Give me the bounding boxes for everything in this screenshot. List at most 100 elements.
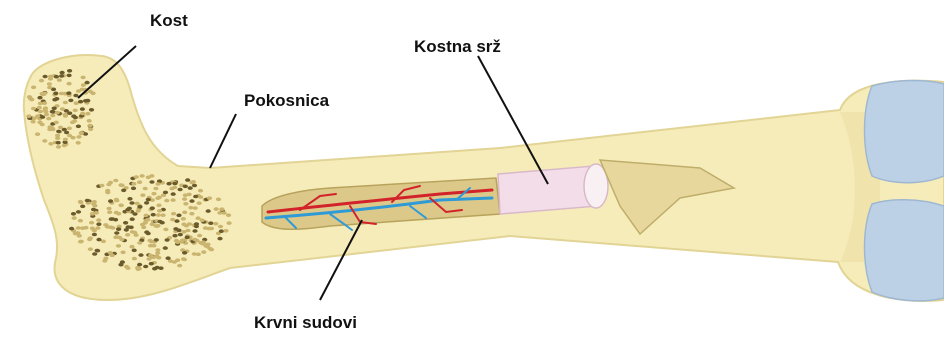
spongy-dot	[172, 182, 177, 186]
spongy-dot	[175, 258, 180, 262]
spongy-dot	[154, 254, 159, 258]
spongy-dot	[67, 127, 72, 131]
spongy-dot	[96, 218, 101, 222]
spongy-dot	[54, 121, 59, 125]
spongy-dot	[73, 232, 78, 236]
spongy-dot	[40, 123, 45, 127]
spongy-dot	[88, 247, 93, 251]
spongy-dot	[81, 76, 86, 80]
spongy-dot	[170, 218, 175, 222]
spongy-dot	[67, 74, 72, 78]
spongy-dot	[35, 114, 40, 118]
spongy-dot	[87, 238, 92, 242]
spongy-dot	[76, 226, 81, 230]
spongy-dot	[151, 213, 156, 217]
label-periosteum: Pokosnica	[244, 92, 329, 109]
spongy-dot	[174, 239, 179, 243]
spongy-dot	[151, 244, 156, 248]
spongy-dot	[92, 233, 97, 237]
spongy-dot	[76, 125, 81, 129]
spongy-dot	[54, 75, 59, 79]
spongy-dot	[70, 121, 75, 125]
spongy-dot	[182, 211, 187, 215]
spongy-dot	[56, 141, 61, 145]
spongy-dot	[200, 219, 205, 223]
spongy-dot	[121, 189, 126, 193]
spongy-dot	[156, 204, 161, 208]
spongy-dot	[89, 108, 94, 112]
spongy-dot	[193, 195, 198, 199]
spongy-dot	[214, 207, 219, 211]
spongy-dot	[154, 238, 159, 242]
spongy-dot	[38, 110, 43, 114]
spongy-dot	[63, 113, 68, 117]
label-bone: Kost	[150, 12, 188, 29]
spongy-dot	[89, 221, 94, 225]
spongy-dot	[56, 145, 61, 149]
spongy-dot	[194, 222, 199, 226]
spongy-dot	[129, 226, 134, 230]
spongy-dot	[146, 176, 151, 180]
spongy-dot	[88, 124, 93, 128]
spongy-dot	[157, 220, 162, 224]
spongy-dot	[83, 226, 88, 230]
spongy-dot	[78, 200, 83, 204]
bone-marrow	[498, 166, 598, 214]
spongy-dot	[209, 248, 214, 252]
spongy-dot	[136, 209, 141, 213]
spongy-dot	[134, 175, 139, 179]
spongy-dot	[127, 197, 132, 201]
spongy-dot	[131, 182, 136, 186]
spongy-dot	[78, 100, 83, 104]
spongy-dot	[90, 227, 95, 231]
spongy-dot	[113, 179, 118, 183]
spongy-dot	[30, 120, 35, 124]
spongy-dot	[103, 257, 108, 261]
spongy-dot	[165, 238, 170, 242]
spongy-dot	[183, 185, 188, 189]
spongy-dot	[85, 199, 90, 203]
spongy-dot	[35, 132, 40, 136]
spongy-dot	[88, 90, 93, 94]
spongy-dot	[60, 107, 65, 111]
spongy-dot	[205, 243, 210, 247]
spongy-dot	[79, 131, 84, 135]
spongy-dot	[197, 234, 202, 238]
spongy-dot	[80, 112, 85, 116]
spongy-dot	[163, 191, 168, 195]
spongy-dot	[52, 107, 57, 111]
spongy-dot	[173, 227, 178, 231]
spongy-dot	[150, 206, 155, 210]
spongy-dot	[180, 239, 185, 243]
spongy-dot	[192, 184, 197, 188]
spongy-dot	[137, 180, 142, 184]
spongy-dot	[107, 210, 112, 214]
spongy-dot	[74, 101, 79, 105]
spongy-dot	[182, 197, 187, 201]
spongy-dot	[177, 264, 182, 268]
spongy-dot	[155, 251, 160, 255]
spongy-dot	[183, 193, 188, 197]
spongy-dot	[67, 82, 72, 86]
spongy-dot	[118, 203, 123, 207]
spongy-dot	[166, 182, 171, 186]
spongy-dot	[183, 202, 188, 206]
spongy-dot	[198, 189, 203, 193]
spongy-dot	[189, 212, 194, 216]
spongy-dot	[80, 205, 85, 209]
spongy-dot	[96, 238, 101, 242]
spongy-dot	[144, 219, 149, 223]
spongy-dot	[227, 221, 232, 225]
spongy-dot	[59, 74, 64, 78]
spongy-dot	[71, 136, 76, 140]
spongy-dot	[192, 229, 197, 233]
spongy-dot	[222, 211, 227, 215]
pointer-periosteum	[210, 114, 236, 168]
spongy-dot	[50, 126, 55, 130]
spongy-dot	[201, 250, 206, 254]
spongy-dot	[136, 267, 141, 271]
spongy-dot	[146, 198, 151, 202]
spongy-dot	[129, 245, 134, 249]
spongy-dot	[31, 107, 36, 111]
spongy-dot	[107, 207, 112, 211]
